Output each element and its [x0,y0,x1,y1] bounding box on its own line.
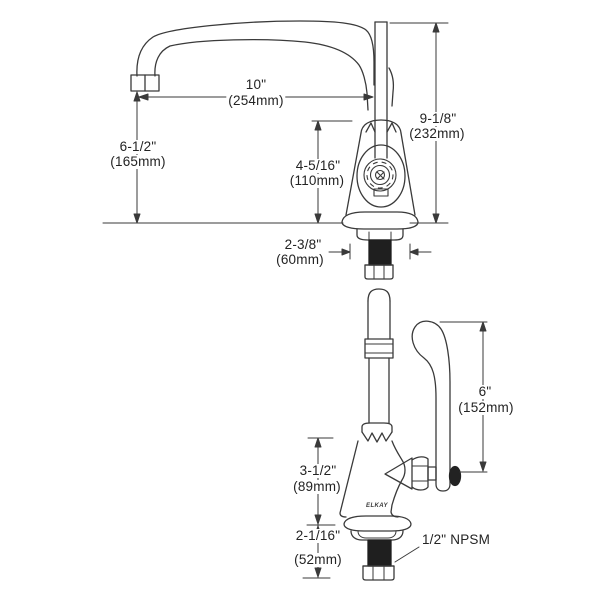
dim-overall-height-imperial: 9-1/8" [417,111,459,126]
brand-logo: ELKAY [366,503,388,509]
spout-outline [136,20,395,111]
dim-handle-height-metric: (152mm) [456,400,516,415]
thread-callout-label: 1/2" NPSM [419,532,493,547]
dim-spout-outlet-height-metric: (165mm) [108,154,168,169]
handle-stem [427,466,437,481]
body-collar [361,422,393,443]
valve-bonnet [384,456,437,491]
dim-shank-length-imperial: 2-1/16" [293,528,343,543]
dim-deck-to-spout-imperial: 4-5/16" [293,158,343,173]
spout-pipe-side [364,288,394,424]
bonnet-circles [363,158,397,197]
dim-base-width-metric: (60mm) [274,252,326,267]
dim-body-height-imperial: 3-1/2" [297,463,339,478]
front-view [102,20,449,280]
dim-shank-length-metric: (52mm) [292,552,344,567]
dim-deck-to-spout-metric: (110mm) [287,173,347,188]
dim-base-width-imperial: 2-3/8" [282,237,324,252]
supply-shank-front [364,239,394,280]
riser-pipe [374,21,388,159]
supply-shank-side [362,539,395,581]
side-view [302,288,488,581]
base-flange-front [341,211,419,241]
body-side [339,440,406,518]
dim-spout-reach-imperial: 10" [243,77,269,92]
coupling-nut [364,338,394,359]
dim-spout-outlet-height-imperial: 6-1/2" [117,139,159,154]
dim-body-height-metric: (89mm) [291,479,343,494]
handle-knob [448,465,462,487]
base-flange-side [343,515,412,541]
dim-handle-height-imperial: 6" [476,384,494,399]
dim-line-base-width [328,243,432,260]
handle-blade [411,320,462,492]
body-front [345,119,416,216]
dim-spout-reach-metric: (254mm) [226,93,286,108]
dim-overall-height-metric: (232mm) [407,126,467,141]
aerator [130,74,160,92]
thread-leader-line [394,546,420,563]
